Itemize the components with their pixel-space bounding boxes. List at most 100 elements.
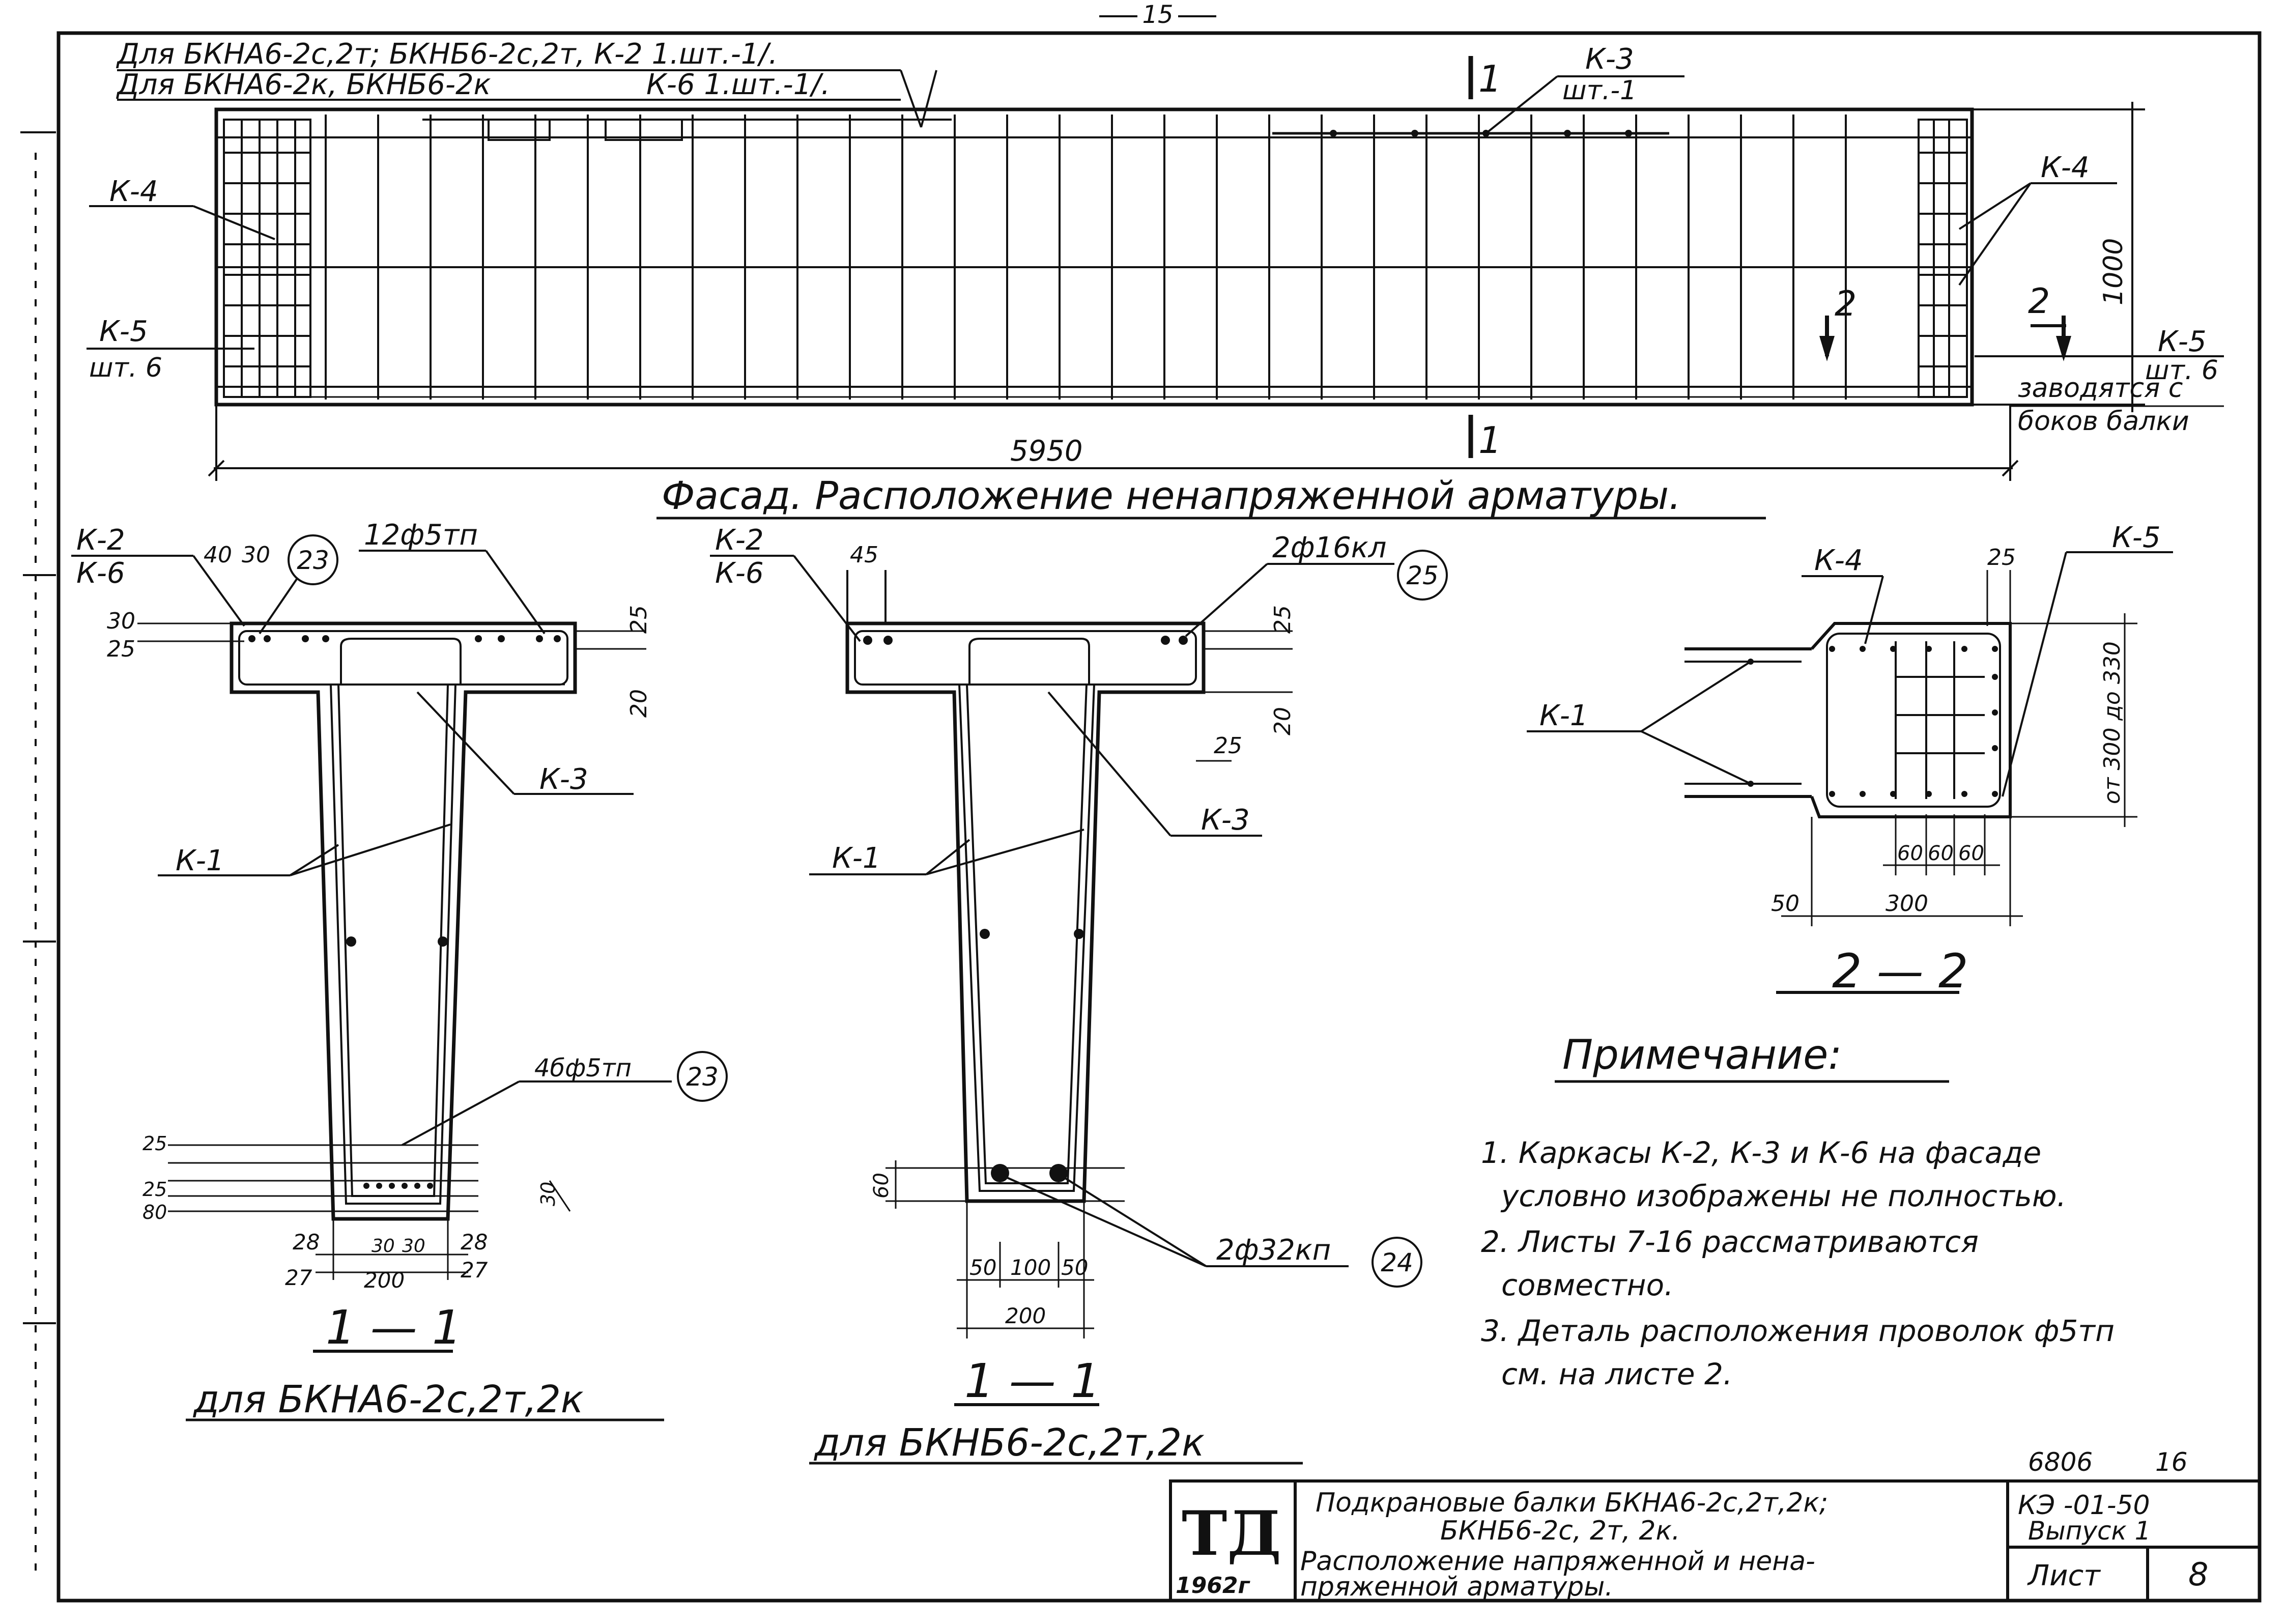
svg-text:80: 80 — [142, 1201, 167, 1223]
svg-text:30: 30 — [242, 542, 270, 568]
binding-margin — [20, 131, 56, 1578]
svg-text:50: 50 — [969, 1255, 996, 1280]
svg-text:30: 30 — [537, 1182, 559, 1206]
svg-text:27: 27 — [285, 1265, 312, 1290]
facade-title: Фасад. Расположение ненапряженной армату… — [662, 473, 1681, 518]
svg-text:20: 20 — [1270, 707, 1296, 735]
section-a-title: 1 — 1 — [326, 1300, 462, 1355]
section-b-k1: К-1 — [832, 842, 881, 875]
svg-text:50: 50 — [1061, 1255, 1088, 1280]
svg-text:25: 25 — [1987, 545, 2016, 571]
svg-text:1: 1 — [1478, 58, 1502, 100]
facade-k3-cage — [1272, 130, 1669, 137]
svg-text:200: 200 — [364, 1268, 405, 1293]
svg-text:50: 50 — [1771, 891, 1800, 917]
frame-number: 6806 16 — [2028, 1447, 2188, 1477]
svg-text:25: 25 — [626, 605, 652, 634]
page-number-text: 15 — [1142, 1, 1173, 29]
svg-text:20: 20 — [626, 689, 652, 718]
callout-k4-right: К-4 — [1958, 151, 2117, 286]
svg-text:25: 25 — [1214, 733, 1242, 759]
title-block-sheet-number: 8 — [2188, 1556, 2208, 1593]
section-a-k1: К-1 — [176, 844, 224, 877]
section-1-mark-top: 1 — [1468, 56, 1502, 100]
svg-text:25: 25 — [142, 1132, 167, 1155]
note-2b: совместно. — [1501, 1268, 1674, 1302]
section-2-mark-left: 2 — [1819, 284, 1856, 361]
section-c-k5: К-5 — [2112, 521, 2161, 554]
facade-height-dimension: 1000 — [1972, 102, 2145, 412]
svg-text:5950: 5950 — [1010, 435, 1083, 468]
svg-text:30: 30 — [402, 1236, 425, 1257]
svg-text:40: 40 — [204, 542, 232, 568]
section-b-bottom-bars-label: 2ф32кп — [1216, 1234, 1331, 1267]
svg-text:2: 2 — [2028, 281, 2050, 322]
svg-text:шт. 6: шт. 6 — [89, 353, 162, 383]
section-a-bottom-bars-label: 4бф5тп — [534, 1054, 632, 1082]
callout-k5-left: К-5 шт. 6 — [87, 315, 254, 383]
facade-k2-cage — [422, 119, 952, 141]
title-block-line1: Подкрановые балки БКНА6-2с,2т,2к; — [1316, 1488, 1828, 1518]
svg-text:200: 200 — [1005, 1303, 1046, 1328]
svg-text:1: 1 — [1478, 419, 1502, 462]
svg-text:25: 25 — [1270, 605, 1296, 634]
svg-text:60: 60 — [870, 1173, 893, 1199]
facade-end-cage-left — [223, 119, 311, 398]
facade-view: Для БКНА6-2с,2т; БКНБ6-2с,2т, К-2 1.шт.-… — [87, 38, 2224, 520]
svg-text:шт.-1: шт.-1 — [1562, 75, 1637, 106]
svg-text:300: 300 — [1886, 891, 1928, 917]
svg-text:60: 60 — [1928, 842, 1954, 865]
section-1-1-a: К-2 К-6 40 30 23 12ф5тп 30 25 25 20 К-3 … — [71, 519, 728, 1421]
svg-text:2: 2 — [1835, 284, 1856, 324]
facade-note-2b: К-6 1.шт.-1/. — [646, 68, 830, 101]
svg-text:К-3: К-3 — [1585, 43, 1634, 76]
section-b-k3: К-3 — [1201, 804, 1250, 837]
facade-length-dimension: 5950 — [208, 405, 2019, 481]
facade-stirrups — [325, 115, 1847, 400]
section-b-title: 1 — 1 — [964, 1354, 1101, 1408]
title-block-year: 1962г — [1176, 1573, 1250, 1599]
svg-text:16: 16 — [2155, 1447, 2188, 1477]
svg-text:25: 25 — [1406, 561, 1439, 590]
note-3a: 3. Деталь расположения проволок ф5тп — [1481, 1314, 2115, 1348]
section-b-k6: К-6 — [715, 557, 764, 590]
svg-text:23: 23 — [686, 1062, 719, 1092]
svg-text:60: 60 — [1958, 842, 1984, 865]
svg-text:100: 100 — [1010, 1255, 1051, 1280]
section-1-mark-bottom: 1 — [1468, 415, 1502, 462]
section-a-k3: К-3 — [539, 763, 588, 796]
facade-end-cage-right — [1918, 119, 1968, 398]
section-a-top-bars — [248, 635, 561, 1189]
callout-k4-left: К-4 — [89, 175, 275, 240]
svg-text:К-5: К-5 — [99, 315, 148, 348]
section-c-title: 2 — 2 — [1832, 944, 1968, 999]
section-b-subtitle: для БКНБ6-2с,2т,2к — [813, 1421, 1205, 1465]
title-block-line2: БКНБ6-2с, 2т, 2к. — [1440, 1516, 1680, 1546]
section-c-k4: К-4 — [1814, 544, 1863, 577]
svg-text:заводятся с: заводятся с — [2018, 373, 2183, 404]
svg-text:30: 30 — [372, 1236, 395, 1257]
section-b-main-bar-right — [1049, 1164, 1068, 1182]
title-block-line4: пряженной арматуры. — [1300, 1572, 1613, 1602]
svg-text:от 300 до 330: от 300 до 330 — [2099, 641, 2125, 804]
svg-text:28: 28 — [461, 1230, 488, 1255]
section-2-2: К-4 25 К-5 К-1 от 300 до 330 60 60 — [1527, 521, 2173, 999]
svg-text:шт. 6: шт. 6 — [2145, 355, 2218, 386]
title-block-issue: Выпуск 1 — [2028, 1516, 2151, 1546]
svg-text:К-5: К-5 — [2158, 325, 2207, 358]
note-1a: 1. Каркасы К-2, К-3 и К-6 на фасаде — [1481, 1135, 2041, 1170]
svg-text:24: 24 — [1381, 1248, 1413, 1277]
title-block: ТД 1962г Подкрановые балки БКНА6-2с,2т,2… — [1169, 1479, 2261, 1602]
title-block-sheet-label: Лист — [2027, 1559, 2101, 1592]
note-1b: условно изображены не полностью. — [1500, 1179, 2066, 1213]
svg-text:К-4: К-4 — [109, 175, 158, 208]
svg-text:К-4: К-4 — [2041, 151, 2090, 184]
title-block-code: КЭ -01-50 — [2018, 1490, 2150, 1521]
facade-note-1: Для БКНА6-2с,2т; БКНБ6-2с,2т, К-2 1.шт.-… — [116, 38, 778, 71]
section-a-subtitle: для БКНА6-2с,2т,2к — [192, 1378, 584, 1421]
section-b-k2: К-2 — [715, 524, 764, 557]
svg-text:27: 27 — [461, 1258, 488, 1283]
notes-block: Примечание: 1. Каркасы К-2, К-3 и К-6 на… — [1481, 1031, 2115, 1391]
svg-text:30: 30 — [107, 608, 135, 634]
